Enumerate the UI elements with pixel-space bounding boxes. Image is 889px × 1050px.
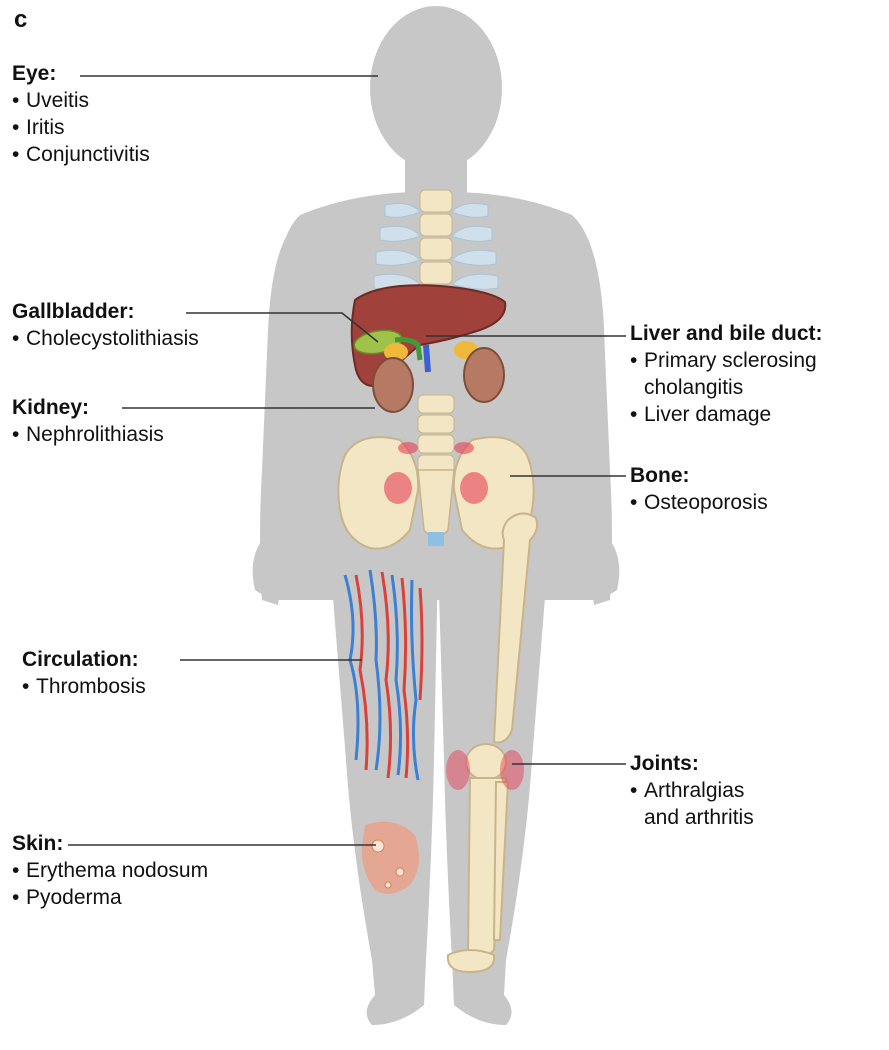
label-circulation-heading: Circulation: (22, 646, 146, 673)
portal-vessel (426, 345, 428, 372)
list-item: •Osteoporosis (630, 489, 768, 516)
label-skin: Skin: •Erythema nodosum •Pyoderma (12, 830, 208, 911)
label-gallbladder-heading: Gallbladder: (12, 298, 199, 325)
label-bone-heading: Bone: (630, 462, 768, 489)
pubic-symphysis (428, 532, 444, 546)
list-item: •Pyoderma (12, 884, 208, 911)
label-circulation: Circulation: •Thrombosis (22, 646, 146, 700)
list-item: •Cholecystolithiasis (12, 325, 199, 352)
sacrum (418, 470, 454, 538)
list-item: •Nephrolithiasis (12, 421, 164, 448)
list-item: •Erythema nodosum (12, 857, 208, 884)
panel-letter: c (14, 6, 27, 34)
list-item: •Uveitis (12, 87, 150, 114)
list-item: •Liver damage (630, 401, 823, 428)
label-eye-heading: Eye: (12, 60, 150, 87)
label-kidney: Kidney: •Nephrolithiasis (12, 394, 164, 448)
label-gallbladder: Gallbladder: •Cholecystolithiasis (12, 298, 199, 352)
list-item: •Conjunctivitis (12, 141, 150, 168)
label-bone: Bone: •Osteoporosis (630, 462, 768, 516)
label-eye: Eye: •Uveitis •Iritis •Conjunctivitis (12, 60, 150, 168)
label-skin-heading: Skin: (12, 830, 208, 857)
list-item: •Iritis (12, 114, 150, 141)
label-joints-heading: Joints: (630, 750, 754, 777)
label-kidney-heading: Kidney: (12, 394, 164, 421)
label-liver-bile-duct: Liver and bile duct: •Primary sclerosing… (630, 320, 823, 428)
label-liver-heading: Liver and bile duct: (630, 320, 823, 347)
list-item: •Thrombosis (22, 673, 146, 700)
